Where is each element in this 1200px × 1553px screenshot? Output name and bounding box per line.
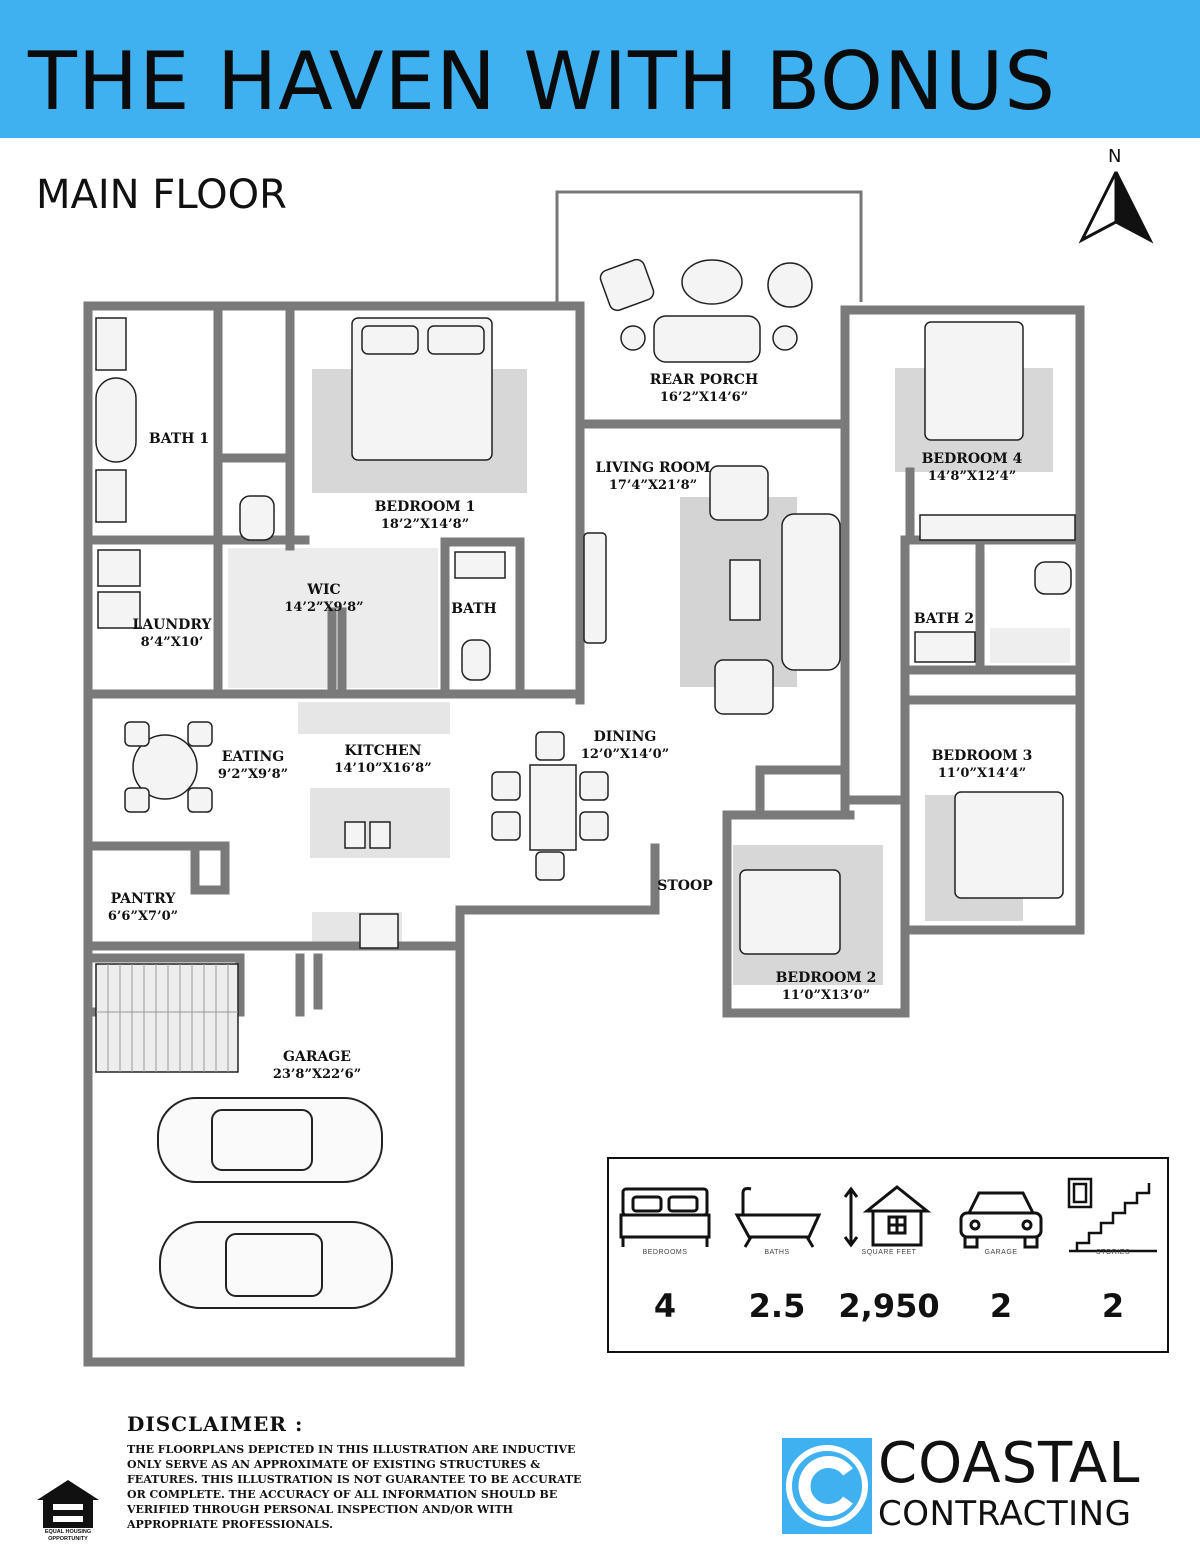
room-name-dining: DINING (594, 729, 657, 745)
room-dims-laundry: 8’4”X10’ (141, 635, 204, 650)
porch-outline (555, 190, 863, 302)
room-name-stoop: STOOP (657, 878, 713, 894)
room-dims-bedroom-4: 14’8”X12’4” (928, 469, 1016, 484)
garage-cars (157, 1097, 393, 1309)
room-name-pantry: PANTRY (111, 891, 177, 907)
room-dims-wic: 14’2”X9’8” (284, 600, 363, 615)
logo-name: COASTAL (878, 1431, 1141, 1496)
coastal-logo-icon (782, 1438, 872, 1534)
disclaimer-text: THE FLOORPLANS DEPICTED IN THIS ILLUSTRA… (127, 1443, 582, 1531)
stat-baths: BATHS 2.5 (721, 1159, 833, 1351)
bath-2-tub (990, 628, 1070, 663)
furniture (95, 258, 1076, 1073)
room-dims-bedroom-2: 11’0”X13’0” (782, 988, 870, 1003)
room-dims-pantry: 6’6”X7’0” (108, 909, 178, 924)
bathtub-icon (734, 1187, 822, 1248)
floor-plan: REAR PORCH 16’2”X14’6” BATH 1 BEDROOM 1 … (83, 190, 1085, 1367)
room-dims-rear-porch: 16’2”X14’6” (660, 390, 748, 405)
stat-caption-garage: GARAGE (984, 1249, 1018, 1256)
stair-treads (96, 964, 238, 1072)
equal-housing-icon (37, 1480, 99, 1528)
room-name-bedroom-2: BEDROOM 2 (776, 970, 877, 986)
room-dims-garage: 23’8”X22’6” (273, 1067, 361, 1082)
stat-value-garage: 2 (989, 1287, 1013, 1325)
stat-caption-baths: BATHS (764, 1249, 790, 1256)
stat-square-feet: SQUARE FEET 2,950 (833, 1159, 945, 1351)
room-dims-dining: 12’0”X14’0” (581, 747, 669, 762)
logo-subtitle: CONTRACTING (878, 1494, 1132, 1534)
room-labels: REAR PORCH 16’2”X14’6” BATH 1 BEDROOM 1 … (108, 372, 1033, 1082)
house-icon (843, 1185, 932, 1248)
room-name-bath: BATH (451, 601, 497, 617)
room-name-living-room: LIVING ROOM (596, 460, 711, 476)
room-name-eating: EATING (222, 749, 285, 765)
room-dims-bedroom-1: 18’2”X14’8” (381, 517, 469, 532)
room-name-bedroom-4: BEDROOM 4 (922, 451, 1023, 467)
room-name-laundry: LAUNDRY (132, 617, 212, 633)
title-banner: THE HAVEN WITH BONUS (0, 0, 1200, 138)
north-arrow-icon (1078, 171, 1154, 244)
stat-bedrooms: BEDROOMS 4 (609, 1159, 721, 1351)
north-label: N (1108, 146, 1122, 167)
bed-icon (619, 1187, 711, 1247)
room-dims-bedroom-3: 11’0”X14’4” (938, 766, 1026, 781)
room-name-bedroom-1: BEDROOM 1 (375, 499, 476, 515)
stat-value-bedrooms: 4 (653, 1287, 677, 1325)
room-name-bath-1: BATH 1 (149, 431, 209, 447)
stat-value-stories: 2 (1101, 1287, 1125, 1325)
stat-garage: GARAGE 2 (945, 1159, 1057, 1351)
kitchen-counter (298, 702, 450, 734)
stat-value-square-feet: 2,950 (838, 1287, 940, 1325)
room-dims-eating: 9’2”X9’8” (218, 767, 288, 782)
room-name-wic: WIC (306, 582, 340, 598)
stairs-icon (1067, 1177, 1157, 1253)
room-dims-living-room: 17’4”X21’8” (609, 478, 697, 493)
stat-stories: STORIES 2 (1057, 1159, 1169, 1351)
room-dims-kitchen: 14’10”X16’8” (334, 761, 431, 776)
car-icon (959, 1191, 1043, 1249)
stat-caption-stories: STORIES (1095, 1249, 1131, 1256)
stat-value-baths: 2.5 (748, 1287, 806, 1325)
stat-caption-square-feet: SQUARE FEET (861, 1249, 917, 1256)
floor-title: MAIN FLOOR (36, 172, 287, 218)
room-name-kitchen: KITCHEN (345, 743, 422, 759)
room-name-bedroom-3: BEDROOM 3 (932, 748, 1033, 764)
stat-caption-bedrooms: BEDROOMS (642, 1249, 688, 1256)
page-title: THE HAVEN WITH BONUS (28, 35, 1057, 128)
room-name-garage: GARAGE (283, 1049, 351, 1065)
home-stats-panel: BEDROOMS 4 BATHS 2.5 SQUARE FEET 2,950 (607, 1157, 1169, 1353)
disclaimer-title: DISCLAIMER : (127, 1412, 304, 1436)
equal-housing-text: EQUAL HOUSING OPPORTUNITY (44, 1529, 92, 1542)
room-name-rear-porch: REAR PORCH (650, 372, 758, 388)
room-name-bath-2: BATH 2 (914, 611, 974, 627)
